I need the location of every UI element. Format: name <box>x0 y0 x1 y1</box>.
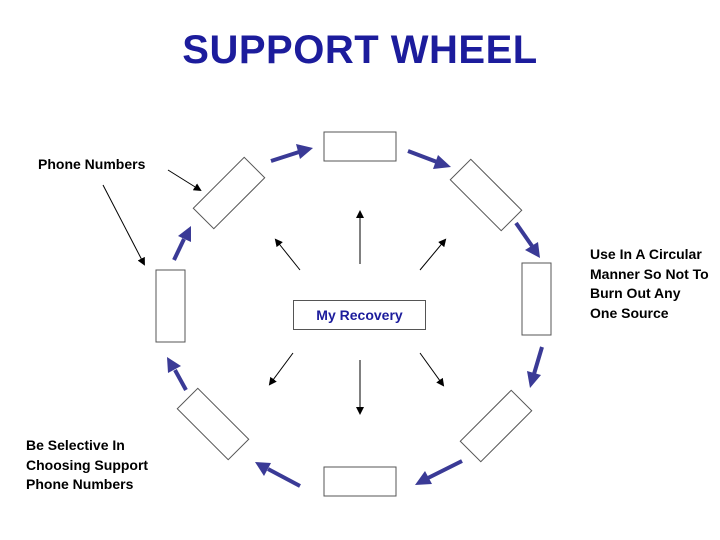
wheel-box-bottom <box>323 466 397 497</box>
note-phone-numbers: Phone Numbers <box>38 156 146 172</box>
radial-arrows <box>268 210 447 415</box>
wheel-box-top-right <box>449 158 523 232</box>
radial-arrow-up-right <box>419 238 447 271</box>
radial-arrow-down-left <box>268 352 294 386</box>
radial-arrow-down-right <box>419 352 445 387</box>
wheel-box-right <box>521 262 552 336</box>
wheel-arrows <box>167 144 544 488</box>
wheel-arrow-1 <box>270 144 313 163</box>
wheel-arrow-4 <box>527 346 544 388</box>
radial-arrow-up-left <box>274 238 301 271</box>
wheel-arrow-8 <box>172 226 191 261</box>
note-pointers <box>102 169 202 266</box>
wheel-boxes <box>155 131 552 497</box>
wheel-arrow-7 <box>167 357 188 391</box>
note-be-selective: Be Selective In Choosing Support Phone N… <box>26 437 149 492</box>
wheel-arrow-5 <box>415 459 463 485</box>
wheel-box-bottom-right <box>459 389 533 463</box>
pointer-to-left-box <box>102 184 145 266</box>
wheel-arrow-3 <box>514 221 540 258</box>
center-recovery-box: My Recovery <box>293 300 426 330</box>
wheel-box-top <box>323 131 397 162</box>
note-circular-usage: Use In A Circular Manner So Not To Burn … <box>590 246 709 321</box>
wheel-box-bottom-left <box>176 387 250 461</box>
pointer-to-top-left-box <box>167 169 202 192</box>
page-title: SUPPORT WHEEL <box>182 28 538 72</box>
wheel-box-top-left <box>192 156 266 230</box>
wheel-arrow-2 <box>407 149 451 169</box>
wheel-box-left <box>155 269 186 343</box>
wheel-arrow-6 <box>255 462 301 488</box>
